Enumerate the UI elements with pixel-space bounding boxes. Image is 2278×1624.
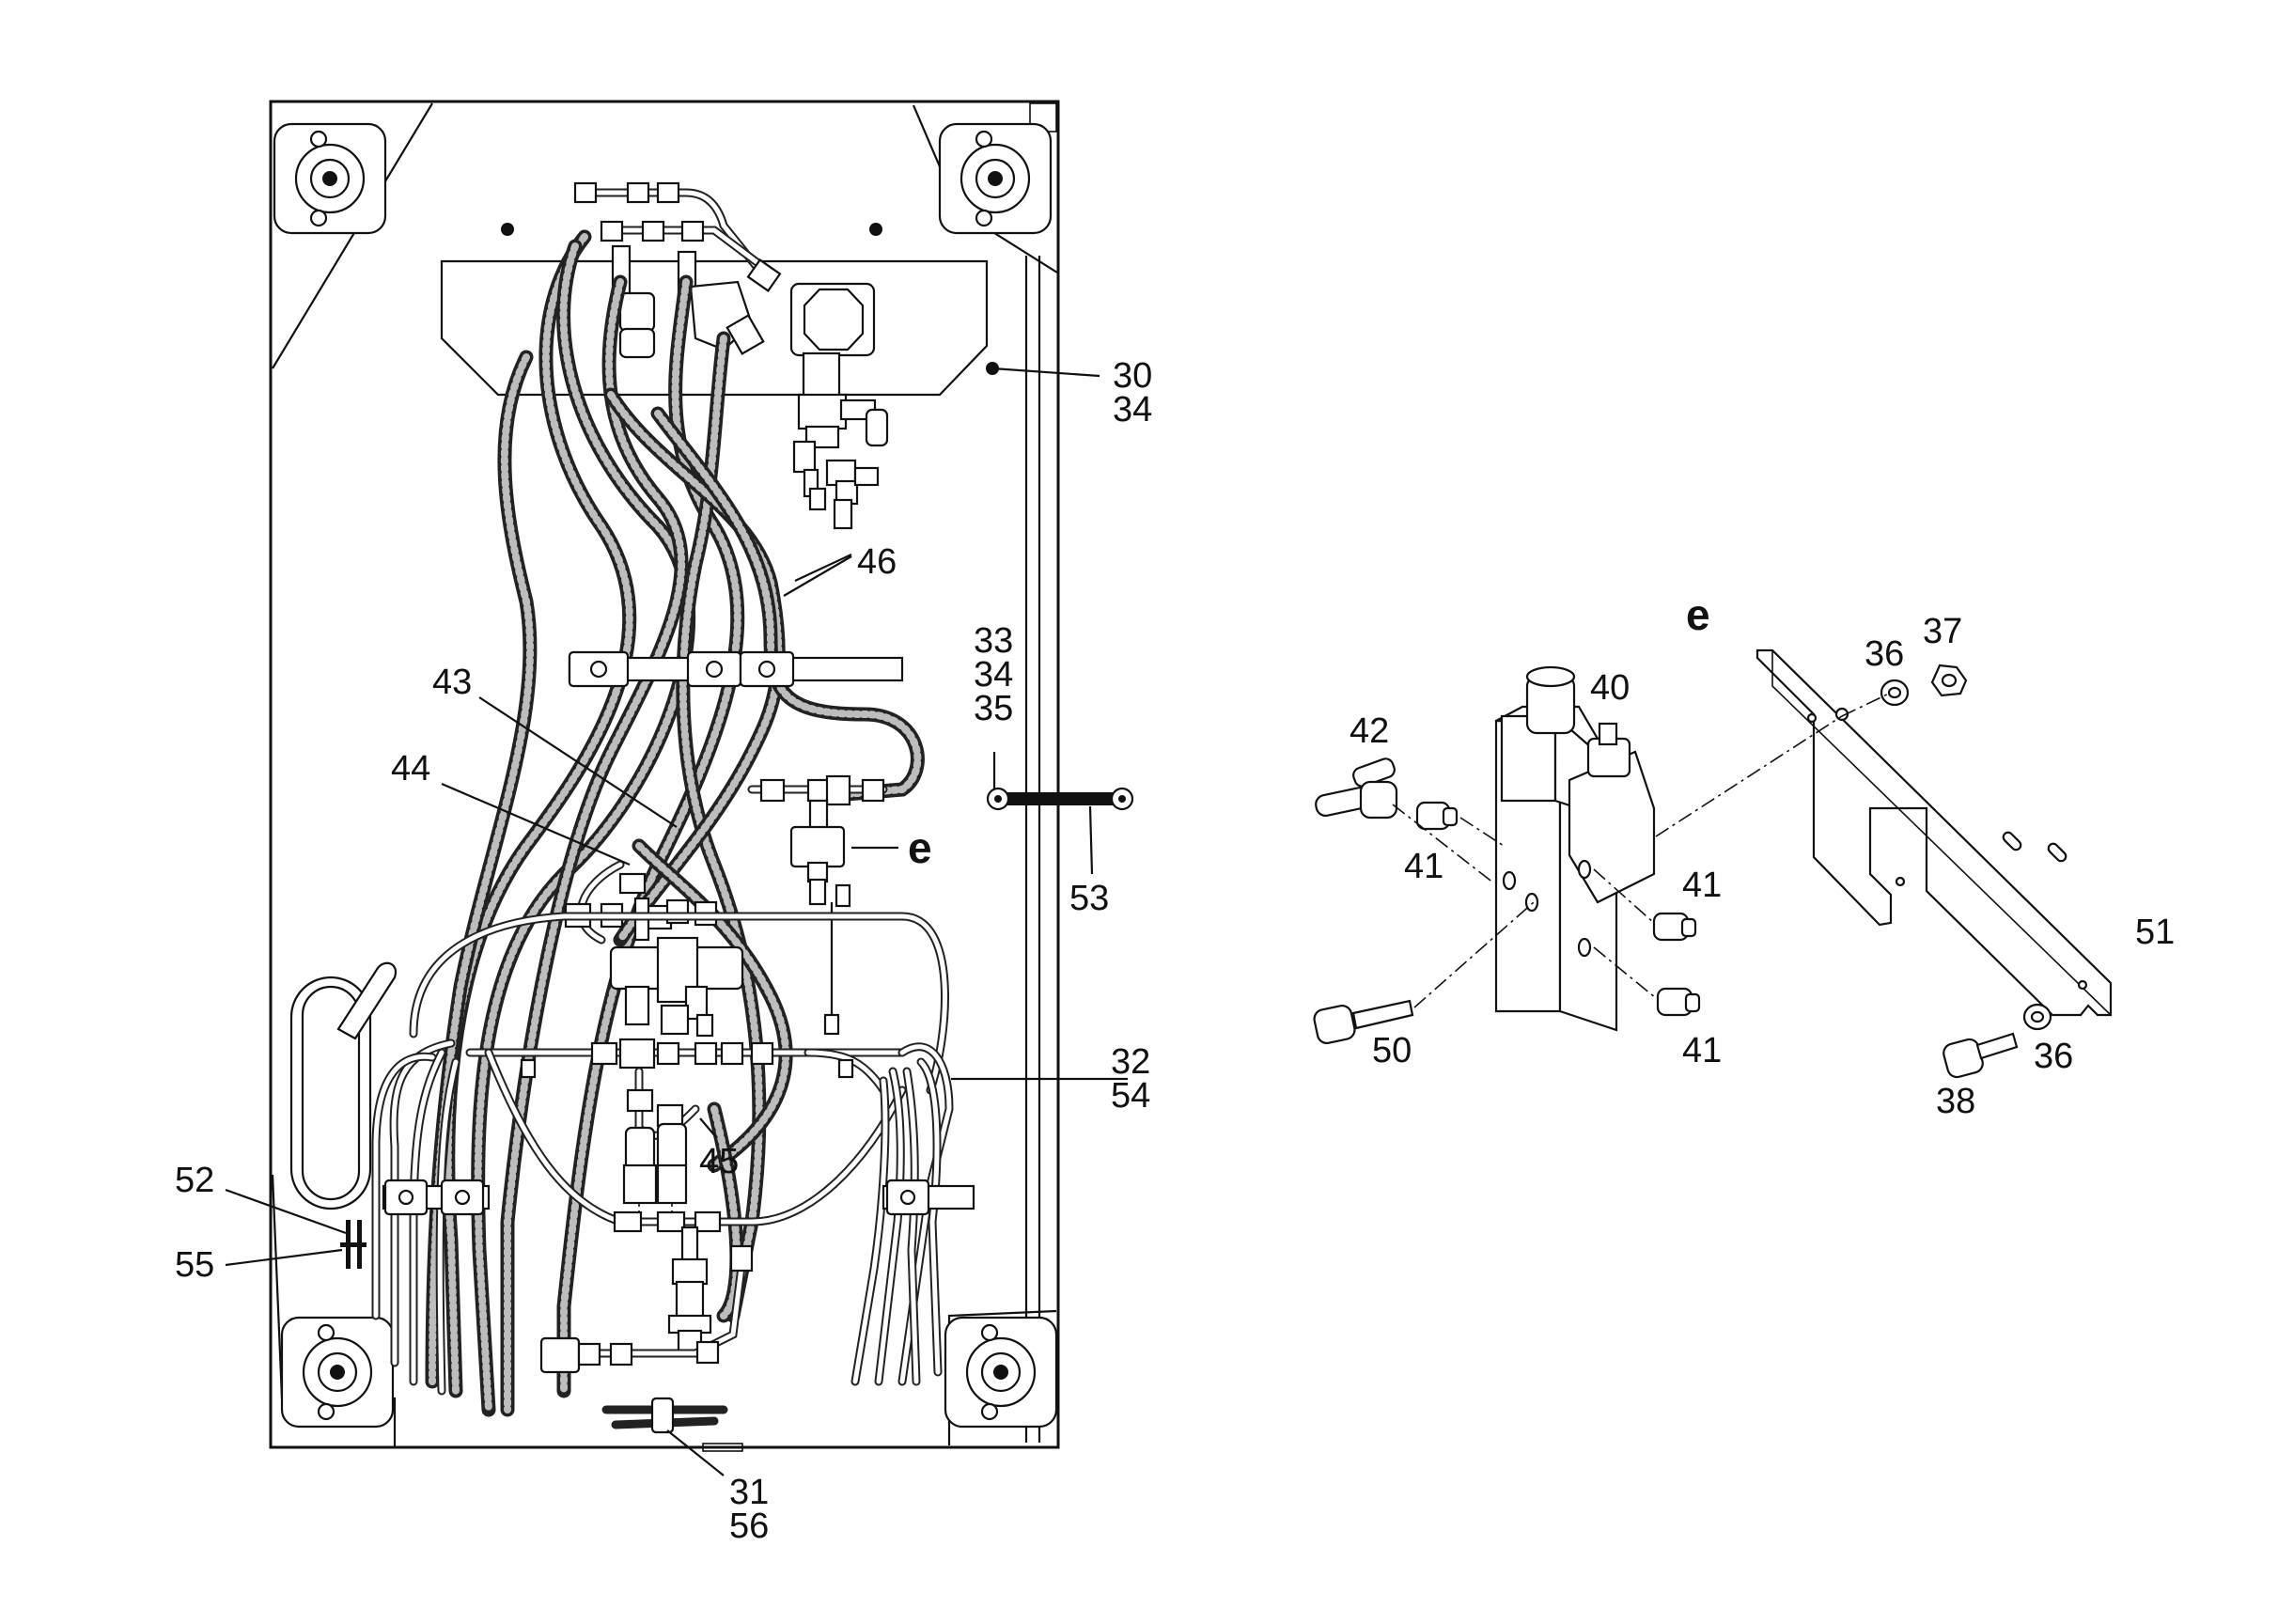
callout-52: 52 [175,1161,214,1200]
mounting-foot-bottom-right [944,1316,1058,1429]
center-manifold [520,1038,854,1222]
callout-50: 50 [1372,1031,1412,1070]
small-bracket-52-55 [340,1220,367,1269]
callout-44: 44 [391,749,430,789]
callout-33: 33 [974,621,1013,661]
callout-40: 40 [1590,668,1630,708]
upper-hose-clamp-bar [568,650,904,688]
callout-56: 56 [729,1507,769,1546]
leader-lines-main [225,367,1128,1476]
callout-35: 35 [974,689,1013,728]
callout-31: 31 [729,1473,769,1512]
bottom-clip-31-56 [601,1397,728,1434]
callout-54: 54 [1111,1076,1150,1116]
callout-41: 41 [1682,1031,1722,1070]
callout-42: 42 [1350,711,1389,751]
upper-solenoid-valve [789,282,889,530]
callout-38: 38 [1936,1082,1975,1121]
callout-43: 43 [432,663,472,702]
callout-53: 53 [1069,879,1109,918]
right-tube-bundle [850,1042,954,1386]
left-lower-clamp-bar [382,1179,491,1216]
mounting-foot-bottom-left [280,1316,395,1429]
callout-labels: 30 34 46 33 34 35 53 43 44 e 32 54 45 52… [175,356,2175,1546]
center-fittings [564,774,888,1038]
detail-e-valve [1313,648,2113,1079]
lower-center-fittings [539,1210,754,1374]
callout-51: 51 [2135,913,2175,952]
right-lower-clamp-bar [882,1179,975,1216]
callout-34: 34 [974,655,1013,695]
callout-41: 41 [1682,866,1722,905]
callout-55: 55 [175,1245,214,1285]
callout-36: 36 [1865,634,1904,674]
callout-45: 45 [699,1142,739,1181]
detail-e-title: e [1686,590,1710,639]
callout-37: 37 [1923,612,1962,651]
callout-36: 36 [2034,1037,2073,1076]
callout-32: 32 [1111,1042,1150,1082]
mounting-foot-top-right [938,122,1053,235]
detail-marker-e: e [908,823,932,872]
callout-41: 41 [1404,847,1443,886]
mounting-foot-top-left [273,122,387,235]
left-oval-slot [289,961,398,1210]
callout-34: 34 [1113,390,1152,429]
callout-30: 30 [1113,356,1152,396]
callout-46: 46 [857,542,897,582]
rod-53 [986,787,1134,811]
